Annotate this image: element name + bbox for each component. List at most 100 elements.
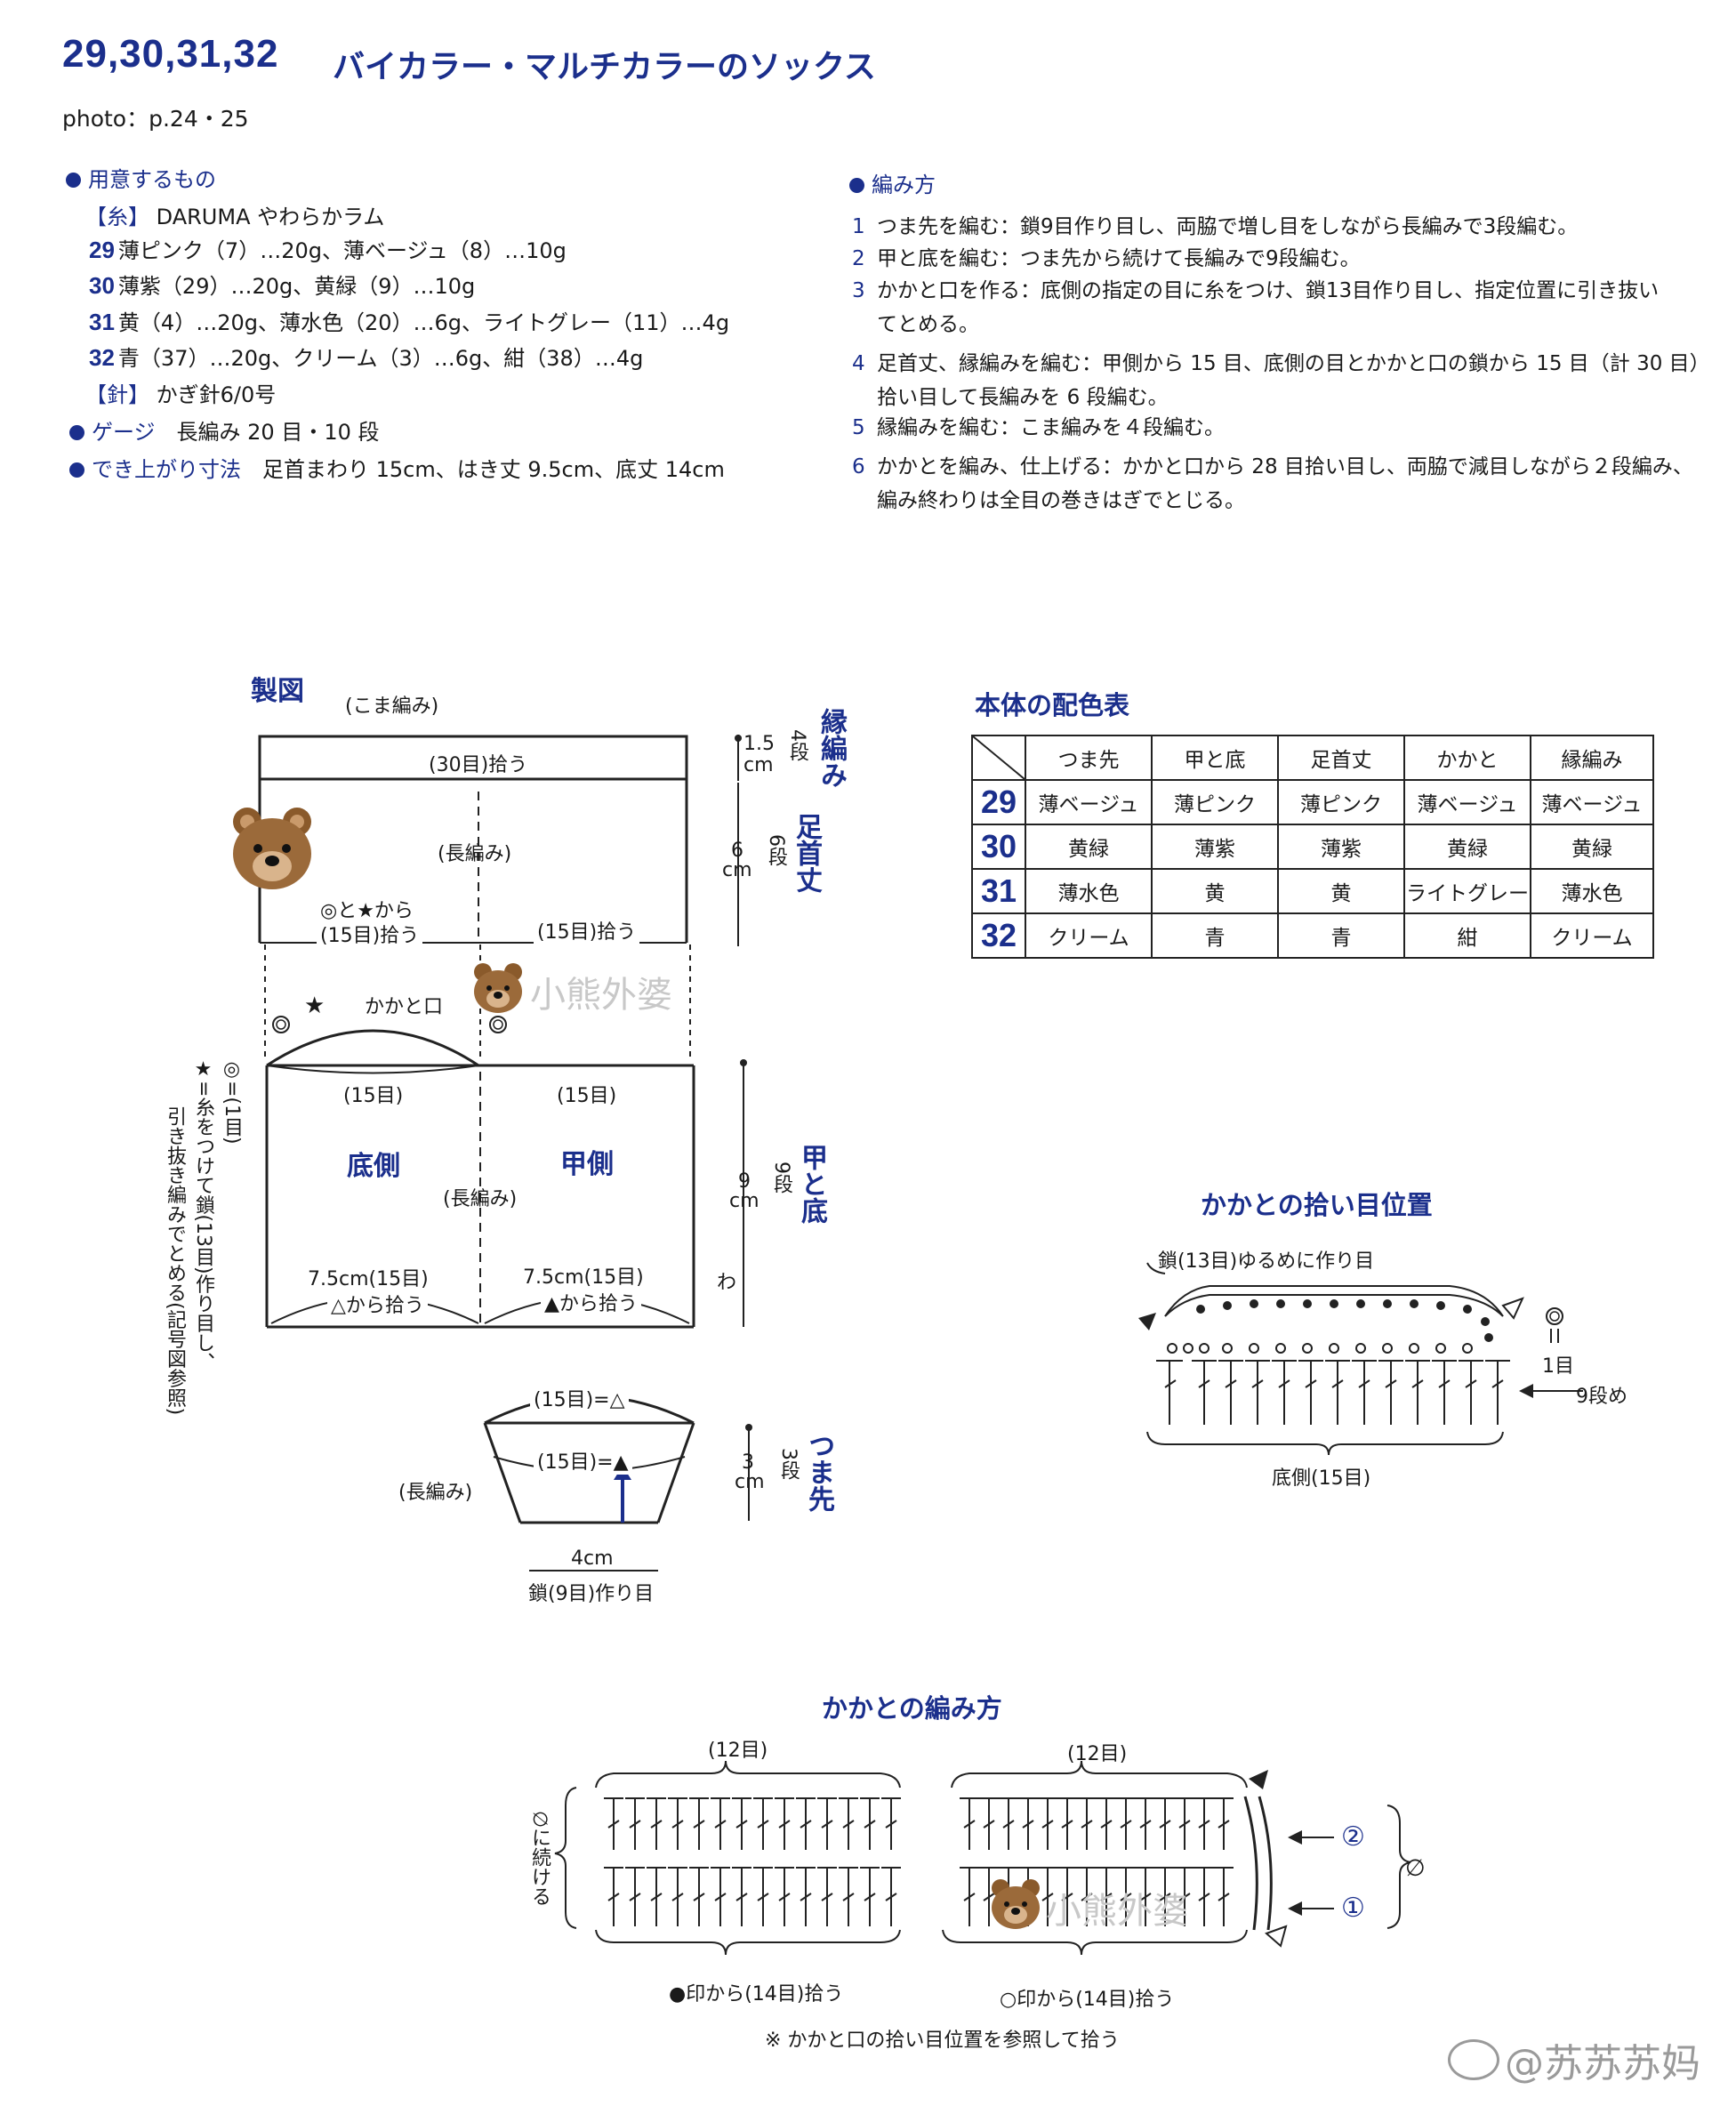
label-w2b: ▲から拾う (541, 1288, 641, 1316)
color-table-title: 本体の配色表 (975, 690, 1130, 720)
heel-pos-title: かかとの拾い目位置 (1201, 1190, 1433, 1220)
table-cell: クリーム (1025, 912, 1153, 959)
method-heading: 編み方 (849, 167, 936, 198)
diagonal-line (973, 736, 1025, 779)
label-toe-chain: 鎖(9目)作り目 (528, 1583, 655, 1605)
table-header: 足首丈 (1277, 735, 1405, 781)
bear-icon (989, 1878, 1042, 1933)
table-cell: 薄ピンク (1277, 779, 1405, 825)
table-cell: 青 (1277, 912, 1405, 959)
dim-edge-cm: cm (743, 754, 774, 776)
page-title: バイカラー・マルチカラーのソックス (333, 49, 876, 85)
table-cell: 薄ベージュ (1530, 779, 1654, 825)
table-row: つま先 甲と底 足首丈 かかと 縁編み (971, 735, 1654, 781)
label-koma: (こま編み) (345, 695, 439, 718)
table-cell: 薄ベージュ (1403, 779, 1531, 825)
table-cell: 薄水色 (1530, 868, 1654, 914)
row-number: 32 (971, 912, 1026, 959)
pattern-numbers: 29,30,31,32 (62, 32, 279, 76)
watermark-text: 小熊外婆 (1046, 1891, 1188, 1932)
bear-icon (228, 806, 317, 895)
needle-line: 【針】 かぎ針6/0号 (85, 382, 277, 407)
side-note-2: ★=糸をつけて鎖(13目)作り目し、 (192, 1058, 214, 1372)
table-cell: 黄緑 (1025, 824, 1153, 870)
table-cell: 薄水色 (1025, 868, 1153, 914)
label-toe-mid: (15目)=▲ (534, 1446, 632, 1475)
label-pick15a: (15目)拾う (317, 920, 423, 948)
table-cell: 黄緑 (1530, 824, 1654, 870)
heel-pick-b: ○印から(14目)拾う (1000, 1989, 1175, 2011)
heel-row1: ① (1341, 1893, 1365, 1924)
side-note-3: 引き抜き編みでとめる(記号図参照) (164, 1106, 186, 1416)
label-naga: (長編み) (438, 843, 512, 865)
row-number: 31 (971, 868, 1026, 914)
bear-icon (471, 962, 525, 1017)
label-w1b: △から拾う (327, 1290, 428, 1318)
dim-body-rows: 9段 (770, 1162, 792, 1194)
body-label: 甲と底 (796, 1144, 827, 1224)
heel-method-title: かかとの編み方 (822, 1693, 1002, 1724)
table-cell: 黄 (1277, 868, 1405, 914)
gauge-line: ゲージ 長編み 20 目・10 段 (69, 414, 380, 446)
size-line: でき上がり寸法 足首まわり 15cm、はき丈 9.5cm、底丈 14cm (69, 452, 725, 483)
toe-label: つま先 (803, 1432, 834, 1512)
label-naga3: (長編み) (398, 1482, 473, 1504)
table-cell: 黄 (1151, 868, 1279, 914)
label-instep: 甲側 (560, 1149, 614, 1180)
schematic-title: 製図 (251, 676, 304, 707)
heel-sole-count: 底側(15目) (1272, 1467, 1371, 1490)
watermark-text: 小熊外婆 (530, 975, 672, 1016)
table-corner (971, 735, 1026, 781)
label-w2: 7.5cm(15目) (523, 1266, 644, 1289)
label-w1: 7.5cm(15目) (308, 1268, 429, 1290)
heel-continue: ∅に続ける (528, 1811, 551, 1907)
heel-chain-label: 鎖(13目)ゆるめに作り目 (1158, 1250, 1375, 1273)
dim-edge-rows: 4段 (786, 729, 808, 761)
heel-phi: ∅ (1405, 1855, 1426, 1882)
heel-one-stitch: 1目 (1542, 1355, 1574, 1378)
materials-heading: 用意するもの (66, 162, 216, 193)
heel-pos-diagram (1138, 1262, 1583, 1456)
heel-row2: ② (1341, 1821, 1365, 1853)
ankle-label: 足首丈 (791, 813, 822, 893)
label-s15b: (15目) (553, 1080, 621, 1108)
heel-left-count: (12目) (708, 1740, 768, 1762)
yarn-line: 【糸】 DARUMA やわらかラム (85, 205, 385, 229)
label-s15a: (15目) (340, 1080, 407, 1108)
label-naga2: (長編み) (443, 1188, 518, 1210)
label-sole: 底側 (347, 1151, 400, 1182)
dim-body-cm: cm (729, 1190, 760, 1212)
label-pick30: (30目)拾う (423, 749, 534, 777)
label-toe-top: (15目)=△ (530, 1384, 629, 1412)
table-cell: 黄緑 (1403, 824, 1531, 870)
weibo-logo-icon (1448, 2039, 1499, 2080)
bullet-icon (69, 425, 84, 440)
dim-ankle-rows: 6段 (765, 834, 787, 866)
side-note-1: ◎=(1目) (221, 1058, 243, 1145)
table-cell: 薄紫 (1277, 824, 1405, 870)
table-cell: 紺 (1403, 912, 1531, 959)
heel-pick-a: ●印から(14目)拾う (669, 1983, 844, 2006)
table-cell: ライトグレー (1403, 868, 1531, 914)
table-row: 31 薄水色 黄 黄 ライトグレー 薄水色 (971, 868, 1654, 914)
table-header: 甲と底 (1151, 735, 1279, 781)
table-cell: 薄ピンク (1151, 779, 1279, 825)
star-mark: ★ (304, 993, 326, 1019)
table-header: つま先 (1025, 735, 1153, 781)
dim-toe-cm: cm (735, 1471, 765, 1493)
label-pick15b: (15目)拾う (534, 916, 640, 944)
table-cell: クリーム (1530, 912, 1654, 959)
color-table: つま先 甲と底 足首丈 かかと 縁編み 29 薄ベージュ 薄ピンク 薄ピンク 薄… (971, 735, 1654, 959)
row-number: 29 (971, 779, 1026, 825)
table-cell: 薄紫 (1151, 824, 1279, 870)
dim-toe-rows: 3段 (777, 1448, 800, 1480)
